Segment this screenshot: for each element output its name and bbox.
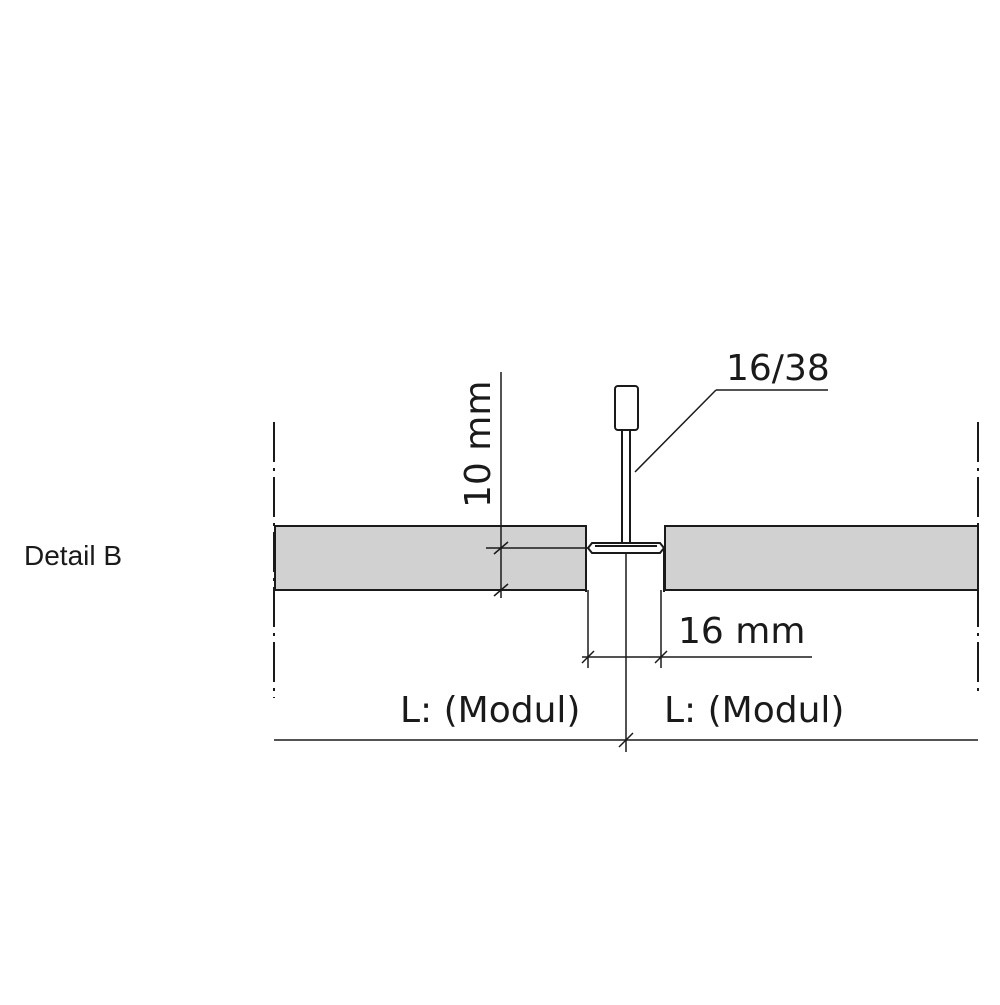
- module-right-label: L: (Modul): [664, 690, 844, 731]
- profile-flange: [586, 542, 666, 554]
- module-left-label: L: (Modul): [400, 690, 580, 731]
- panel-thickness-label: 10 mm: [458, 381, 499, 508]
- profile-label: 16/38: [726, 348, 830, 389]
- grid-width-label: 16 mm: [678, 611, 805, 652]
- profile-leader-line: [634, 389, 717, 473]
- detail-label: Detail B: [24, 540, 123, 571]
- t-profile: [585, 385, 666, 592]
- profile-bulb: [614, 385, 639, 431]
- right-ceiling-panel: [664, 525, 979, 591]
- left-ceiling-panel: [274, 525, 587, 591]
